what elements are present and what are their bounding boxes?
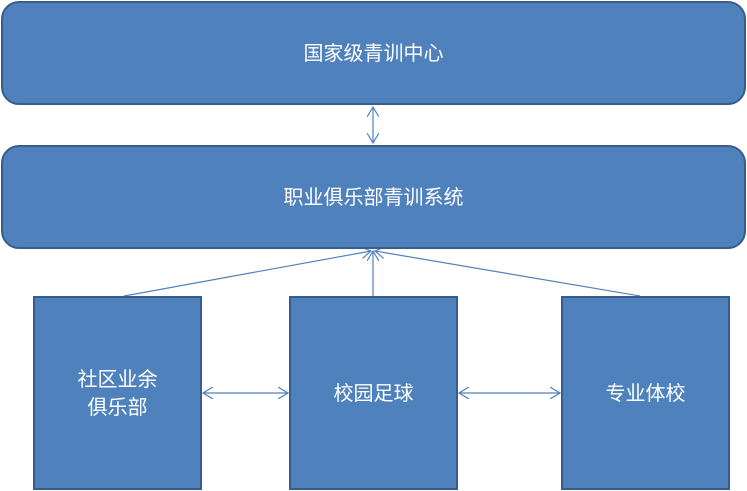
community-club-box: 社区业余 俱乐部 xyxy=(33,296,202,490)
national-center-label: 国家级青训中心 xyxy=(303,41,444,65)
sports-school-label: 专业体校 xyxy=(605,381,686,405)
sports-school-box: 专业体校 xyxy=(561,296,730,490)
connector-community-pro xyxy=(123,251,371,297)
community-club-label: 社区业余 俱乐部 xyxy=(77,367,158,419)
campus-football-box: 校园足球 xyxy=(289,296,458,490)
connector-sports-pro xyxy=(375,251,641,297)
pro-club-system-label: 职业俱乐部青训系统 xyxy=(283,185,464,209)
pro-club-system-box: 职业俱乐部青训系统 xyxy=(1,145,746,249)
campus-football-label: 校园足球 xyxy=(333,381,414,405)
national-center-box: 国家级青训中心 xyxy=(1,1,746,105)
